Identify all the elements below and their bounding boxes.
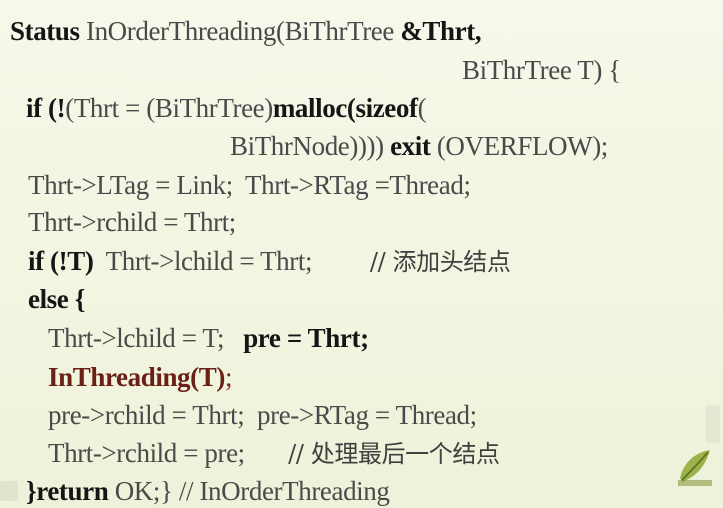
code-line-4: BiThrNode)))) exit (OVERFLOW); xyxy=(230,131,608,161)
return-value: OK;} xyxy=(108,476,173,506)
pre-rchild-assignment: pre->rchild = Thrt; pre->RTag = Thread; xyxy=(48,400,477,430)
code-line-13: }return OK;} // InOrderThreading xyxy=(26,476,390,506)
code-line-11: pre->rchild = Thrt; pre->RTag = Thread; xyxy=(48,400,477,430)
code-line-8: else { xyxy=(28,284,85,314)
thrt-rchild-assignment: Thrt->rchild = pre; xyxy=(48,438,245,468)
tree-param: BiThrTree T) { xyxy=(462,55,621,85)
tag-assignment: Thrt->LTag = Link; Thrt->RTag =Thread; xyxy=(28,170,471,200)
paren-open: ( xyxy=(346,93,356,123)
comment-add-head-node: // 添加头结点 xyxy=(312,248,511,276)
slide-edge-corner xyxy=(0,481,18,501)
rchild-assignment: Thrt->rchild = Thrt; xyxy=(28,207,236,237)
brace-open: { xyxy=(68,284,86,314)
thrt-param: &Thrt, xyxy=(400,16,482,46)
sizeof-keyword: sizeof xyxy=(355,93,418,123)
leaf-icon xyxy=(678,450,712,486)
malloc-keyword: malloc xyxy=(272,93,347,123)
else-keyword: else xyxy=(28,284,69,314)
code-line-5: Thrt->LTag = Link; Thrt->RTag =Thread; xyxy=(28,170,471,200)
pre-assignment: pre = Thrt; xyxy=(243,323,369,353)
overflow-arg: (OVERFLOW); xyxy=(430,131,608,161)
code-line-3: if (!(Thrt = (BiThrTree)malloc(sizeof( xyxy=(26,93,427,123)
function-signature: InOrderThreading(BiThrTree xyxy=(79,16,401,46)
lchild-assignment: Thrt->lchild = Thrt; xyxy=(93,246,313,276)
semicolon: ; xyxy=(224,362,233,392)
status-keyword: Status xyxy=(10,16,80,46)
not-operator: (! xyxy=(41,93,66,123)
if-keyword: if xyxy=(26,93,42,123)
code-line-2: BiThrTree T) { xyxy=(462,55,621,85)
code-line-6: Thrt->rchild = Thrt; xyxy=(28,207,236,237)
lchild-assign-t: Thrt->lchild = T; xyxy=(48,323,244,353)
comment-handle-last-node: // 处理最后一个结点 xyxy=(244,440,500,468)
code-line-12: Thrt->rchild = pre; // 处理最后一个结点 xyxy=(48,438,500,469)
brace-close: } xyxy=(26,476,37,506)
code-line-10: InThreading(T); xyxy=(48,362,232,392)
exit-keyword: exit xyxy=(390,131,431,161)
comment-end-function: // InOrderThreading xyxy=(172,476,390,506)
inthreading-call: InThreading(T) xyxy=(48,362,225,392)
if-keyword: if xyxy=(28,246,44,276)
code-line-9: Thrt->lchild = T; pre = Thrt; xyxy=(48,323,369,353)
slide-edge-tab xyxy=(706,405,720,443)
paren-open-2: ( xyxy=(417,93,427,123)
node-type: BiThrNode)))) xyxy=(230,131,391,161)
cast-expression: (Thrt = (BiThrTree) xyxy=(65,93,273,123)
condition: (!T) xyxy=(43,246,94,276)
return-keyword: return xyxy=(36,476,109,506)
code-line-7: if (!T) Thrt->lchild = Thrt; // 添加头结点 xyxy=(28,246,511,277)
code-line-1: Status InOrderThreading(BiThrTree &Thrt, xyxy=(10,16,482,46)
